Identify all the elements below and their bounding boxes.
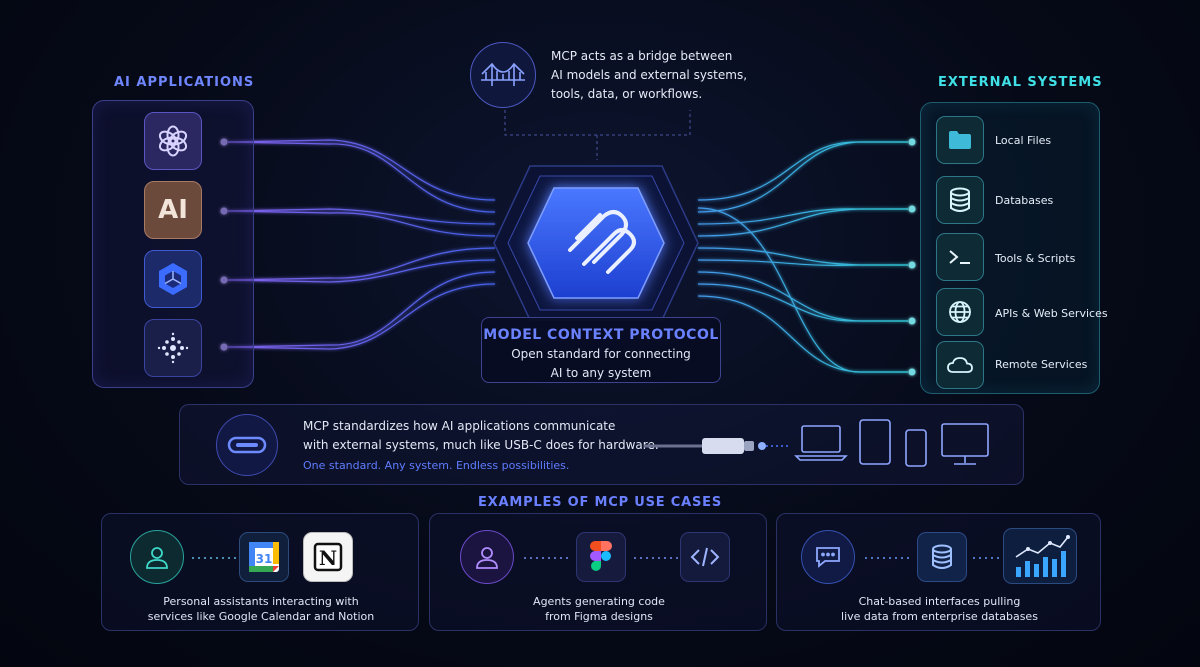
ext-label-apis: APIs & Web Services	[995, 307, 1108, 320]
usb-tagline: One standard. Any system. Endless possib…	[303, 459, 570, 472]
wire-line	[227, 210, 496, 237]
wire-line	[227, 139, 496, 201]
ai-applications-title: AI APPLICATIONS	[114, 75, 255, 90]
wire-endpoint	[220, 207, 228, 215]
example-card-chat-data[interactable]: Chat-based interfaces pulling live data …	[776, 513, 1101, 631]
bridge-note-line: MCP acts as a bridge between	[551, 49, 733, 63]
connector-dots	[973, 557, 1001, 559]
wire-endpoint	[908, 138, 916, 146]
mcp-title-box: MODEL CONTEXT PROTOCOL Open standard for…	[481, 317, 721, 383]
wire-line	[697, 295, 908, 373]
bridge-note-line: tools, data, or workflows.	[551, 87, 703, 101]
example-text-line: Personal assistants interacting with	[163, 595, 359, 608]
chat-icon	[801, 530, 855, 584]
hexagon-cube-logo-icon[interactable]	[144, 250, 202, 308]
tablet-icon	[859, 419, 891, 465]
usb-c-port-icon	[216, 414, 278, 476]
ext-label-databases: Databases	[995, 194, 1054, 207]
phone-icon	[905, 429, 927, 467]
example-text-line: live data from enterprise databases	[841, 610, 1038, 623]
wire-line	[227, 271, 496, 348]
example-text-line: services like Google Calendar and Notion	[147, 610, 375, 623]
wire-line	[697, 259, 908, 266]
example-text-line: Agents generating code	[533, 595, 665, 608]
wire-endpoint	[908, 317, 916, 325]
figma-icon	[576, 532, 626, 582]
mcp-logo-icon	[568, 210, 636, 274]
usb-text-line: MCP standardizes how AI applications com…	[303, 419, 616, 433]
code-icon	[680, 532, 730, 582]
wire-endpoint	[220, 276, 228, 284]
wire-line	[227, 283, 496, 350]
database-icon	[917, 532, 967, 582]
wire-line	[227, 247, 496, 281]
connector-dots	[865, 557, 913, 559]
wire-line	[697, 271, 908, 322]
wire-line	[697, 141, 908, 213]
bridge-bracket	[504, 110, 691, 136]
mcp-subtitle-line: AI to any system	[550, 366, 652, 380]
wire-line	[227, 208, 496, 225]
example-text-line: from Figma designs	[545, 610, 653, 623]
usb-text-line: with external systems, much like USB-C d…	[303, 438, 659, 452]
wire-endpoint	[908, 368, 916, 376]
google-calendar-icon: 31	[239, 532, 289, 582]
connector-dots	[634, 557, 678, 559]
usb-analogy-panel	[179, 404, 1024, 485]
user-icon	[130, 530, 184, 584]
wire-line	[697, 247, 908, 266]
database-icon[interactable]	[936, 176, 984, 224]
wire-line	[697, 207, 908, 373]
ext-label-remote-services: Remote Services	[995, 358, 1088, 371]
example-text-line: Chat-based interfaces pulling	[858, 595, 1021, 608]
examples-title: EXAMPLES OF MCP USE CASES	[477, 495, 722, 510]
bridge-note-line: AI models and external systems,	[551, 68, 748, 82]
ext-label-tools-scripts: Tools & Scripts	[995, 252, 1076, 265]
notion-letter: N	[319, 546, 337, 570]
wire-line	[227, 259, 496, 283]
wire-line	[697, 208, 908, 237]
mcp-title: MODEL CONTEXT PROTOCOL	[483, 327, 719, 343]
example-card-personal-assistants[interactable]: 31 N Personal assistants interacting wit…	[101, 513, 419, 631]
wire-endpoint	[220, 138, 228, 146]
ext-label-local-files: Local Files	[995, 134, 1052, 147]
wire-line	[697, 141, 908, 201]
wire-endpoint	[220, 343, 228, 351]
openai-logo-icon[interactable]	[144, 112, 202, 170]
connector-dots	[192, 557, 236, 559]
external-systems-title: EXTERNAL SYSTEMS	[938, 75, 1103, 90]
calendar-day-number: 31	[256, 552, 273, 566]
ai-logo-text: AI	[158, 195, 188, 225]
laptop-icon	[794, 425, 848, 461]
wire-line	[697, 208, 908, 225]
folder-icon[interactable]	[936, 116, 984, 164]
bridge-note: MCP acts as a bridge between AI models a…	[551, 47, 771, 104]
wire-line	[227, 141, 496, 213]
wire-endpoint	[908, 205, 916, 213]
connector-dots	[524, 557, 572, 559]
user-icon	[460, 530, 514, 584]
example-card-figma-code[interactable]: Agents generating code from Figma design…	[429, 513, 767, 631]
usb-cable-icon	[644, 438, 788, 454]
cloud-icon[interactable]	[936, 341, 984, 389]
ai-text-logo-icon[interactable]: AI	[144, 181, 202, 239]
chart-icon	[1003, 528, 1077, 584]
wire-endpoint	[908, 261, 916, 269]
mcp-hub[interactable]	[492, 158, 700, 328]
usb-devices-illustration	[644, 419, 989, 467]
globe-icon[interactable]	[936, 288, 984, 336]
dot-cluster-logo-icon[interactable]	[144, 319, 202, 377]
bridge-icon	[470, 42, 536, 108]
mcp-subtitle-line: Open standard for connecting	[511, 347, 691, 361]
monitor-icon	[941, 423, 989, 465]
notion-icon: N	[303, 532, 353, 582]
terminal-icon[interactable]	[936, 233, 984, 281]
wire-line	[697, 283, 908, 322]
